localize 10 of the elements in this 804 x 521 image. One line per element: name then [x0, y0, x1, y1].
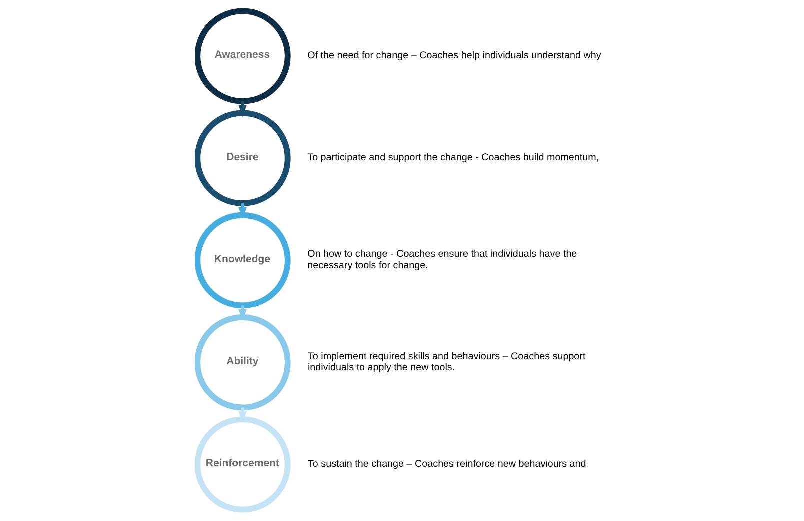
node-circle: Desire — [194, 110, 290, 206]
label: To implement required skills and behaviours – Coaches support individuals to apply the new tools. — [307, 351, 586, 374]
node-circle: Ability — [194, 314, 290, 411]
label: On how to change - Coaches ensure that individuals have the necessary tools for change. — [307, 249, 577, 272]
node-circle: Knowledge — [194, 212, 290, 309]
node-circle: Reinforcement — [194, 416, 290, 513]
label: Of the need for change – Coaches help individuals understand why — [307, 50, 601, 62]
label: To sustain the change – Coaches reinforce new behaviours and — [307, 459, 586, 470]
node-circle: Awareness — [194, 8, 290, 104]
label: To participate and support the change - Coaches build momentum, — [307, 152, 599, 164]
